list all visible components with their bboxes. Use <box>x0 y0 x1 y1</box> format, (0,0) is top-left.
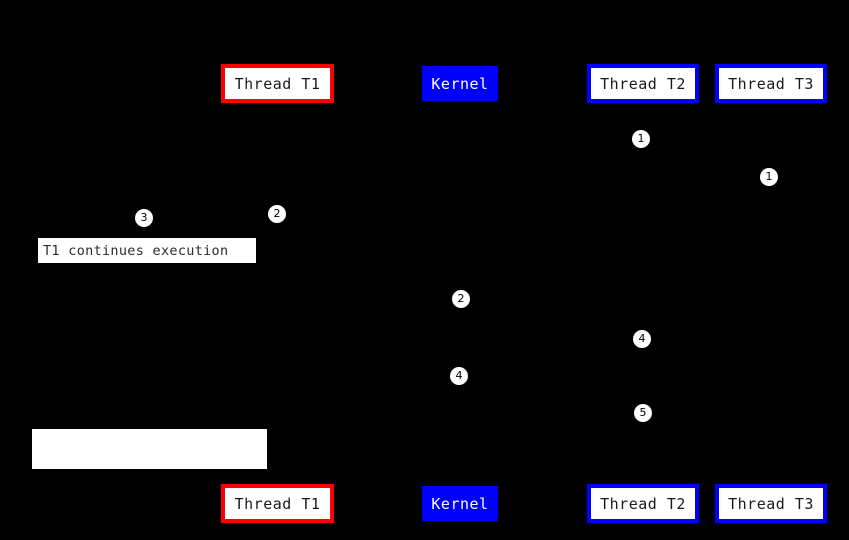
participant-thread-t3-top[interactable]: Thread T3 <box>715 64 827 103</box>
note-text: T1 continues execution <box>43 242 229 259</box>
step-marker-t2-1: 1 <box>632 130 650 148</box>
step-marker-t1-2: 2 <box>268 205 286 223</box>
participant-label: Kernel <box>431 74 489 93</box>
participant-label: Kernel <box>431 494 489 513</box>
participant-label: Thread T3 <box>728 494 814 513</box>
participant-thread-t2-bottom[interactable]: Thread T2 <box>587 484 699 523</box>
participant-thread-t1-bottom[interactable]: Thread T1 <box>221 484 334 523</box>
participant-label: Thread T3 <box>728 74 814 93</box>
step-marker-kernel-4: 4 <box>450 367 468 385</box>
step-marker-t3-1: 1 <box>760 168 778 186</box>
participant-thread-t3-bottom[interactable]: Thread T3 <box>715 484 827 523</box>
step-marker-t2-4: 4 <box>633 330 651 348</box>
participant-label: Thread T1 <box>234 74 321 93</box>
step-marker-kernel-2: 2 <box>452 290 470 308</box>
lifeline-t3 <box>771 103 772 484</box>
step-marker-t1-3: 3 <box>135 209 153 227</box>
lifeline-t2 <box>643 103 644 484</box>
participant-thread-t1-top[interactable]: Thread T1 <box>221 64 334 103</box>
participant-label: Thread T2 <box>600 494 686 513</box>
participant-thread-t2-top[interactable]: Thread T2 <box>587 64 699 103</box>
participant-label: Thread T1 <box>234 494 321 513</box>
participant-label: Thread T2 <box>600 74 686 93</box>
note-blank <box>32 429 267 469</box>
participant-kernel-top[interactable]: Kernel <box>422 66 498 101</box>
lifeline-t1 <box>277 103 278 484</box>
step-marker-t2-5: 5 <box>634 404 652 422</box>
participant-kernel-bottom[interactable]: Kernel <box>422 486 498 521</box>
note-t1-continues: T1 continues execution <box>37 237 257 264</box>
